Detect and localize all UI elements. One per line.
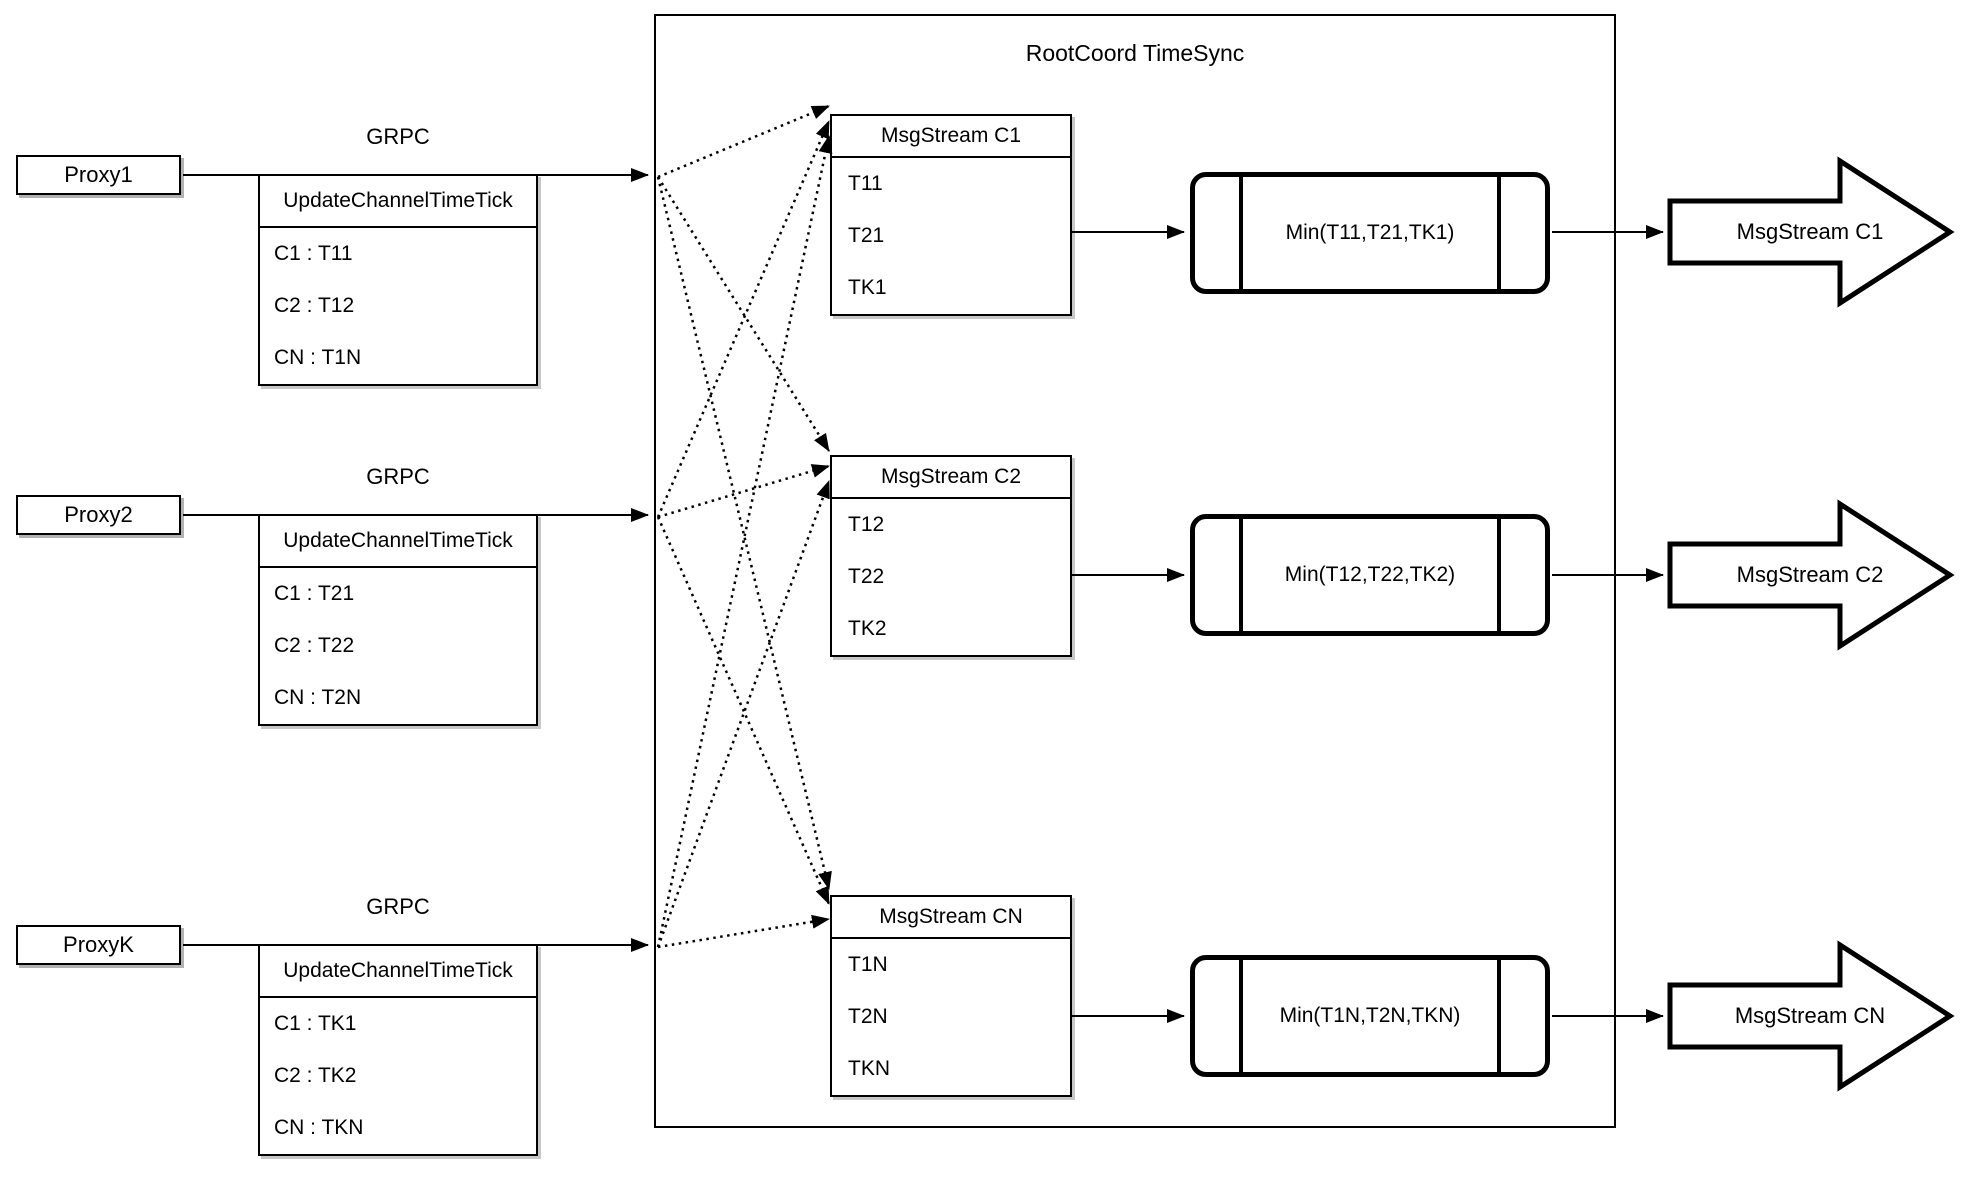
grpc-label-2: GRPC	[366, 464, 430, 489]
proxyk-box: ProxyK	[16, 925, 181, 965]
grpc-label-1: GRPC	[366, 124, 430, 149]
msgstream-table-c1: MsgStream C1 T11 T21 TK1	[830, 114, 1072, 316]
queue-divider	[1497, 177, 1501, 289]
update-table-header: UpdateChannelTimeTick	[260, 176, 536, 228]
msgstream-table-c2: MsgStream C2 T12 T22 TK2	[830, 455, 1072, 657]
update-table-header: UpdateChannelTimeTick	[260, 946, 536, 998]
update-timetick-table-1: UpdateChannelTimeTick C1 : T11 C2 : T12 …	[258, 174, 538, 386]
proxy1-box: Proxy1	[16, 155, 181, 195]
grpc-label-3: GRPC	[366, 894, 430, 919]
queue-divider	[1497, 519, 1501, 631]
rootcoord-title: RootCoord TimeSync	[1025, 40, 1245, 66]
table-row: TK1	[848, 276, 887, 299]
table-row: CN : TKN	[274, 1116, 364, 1139]
table-row: TK2	[848, 617, 887, 640]
update-timetick-table-2: UpdateChannelTimeTick C1 : T21 C2 : T22 …	[258, 514, 538, 726]
min-label: Min(T1N,T2N,TKN)	[1279, 1004, 1461, 1027]
out-arrow-label-cn: MsgStream CN	[1734, 1003, 1886, 1028]
proxy2-box: Proxy2	[16, 495, 181, 535]
update-timetick-table-3: UpdateChannelTimeTick C1 : TK1 C2 : TK2 …	[258, 944, 538, 1156]
msgstream-table-cn: MsgStream CN T1N T2N TKN	[830, 895, 1072, 1097]
rootcoord-container	[654, 14, 1616, 1128]
out-arrow-label-c2: MsgStream C2	[1736, 562, 1884, 587]
table-row: C2 : TK2	[274, 1064, 357, 1087]
table-row: C1 : T11	[274, 242, 353, 265]
table-row: T12	[848, 513, 885, 536]
table-row: CN : T2N	[274, 686, 362, 709]
table-row: C1 : T21	[274, 582, 355, 605]
queue-divider	[1239, 177, 1243, 289]
table-row: T1N	[848, 953, 888, 976]
msgstream-table-header: MsgStream CN	[832, 897, 1070, 939]
table-row: C1 : TK1	[274, 1012, 357, 1035]
queue-divider	[1497, 960, 1501, 1072]
out-arrow-label-c1: MsgStream C1	[1736, 219, 1884, 244]
table-row: T22	[848, 565, 885, 588]
table-row: T2N	[848, 1005, 888, 1028]
update-table-header: UpdateChannelTimeTick	[260, 516, 536, 568]
table-row: T21	[848, 224, 885, 247]
min-box-3: Min(T1N,T2N,TKN)	[1190, 955, 1550, 1077]
queue-divider	[1239, 960, 1243, 1072]
min-label: Min(T12,T22,TK2)	[1284, 563, 1456, 586]
min-box-2: Min(T12,T22,TK2)	[1190, 514, 1550, 636]
table-row: CN : T1N	[274, 346, 362, 369]
table-row: TKN	[848, 1057, 890, 1080]
queue-divider	[1239, 519, 1243, 631]
msgstream-table-header: MsgStream C1	[832, 116, 1070, 158]
min-box-1: Min(T11,T21,TK1)	[1190, 172, 1550, 294]
msgstream-table-header: MsgStream C2	[832, 457, 1070, 499]
min-label: Min(T11,T21,TK1)	[1285, 221, 1455, 244]
output-stream-arrows	[1667, 156, 1955, 1092]
table-row: C2 : T22	[274, 634, 355, 657]
table-row: C2 : T12	[274, 294, 355, 317]
table-row: T11	[848, 172, 883, 195]
